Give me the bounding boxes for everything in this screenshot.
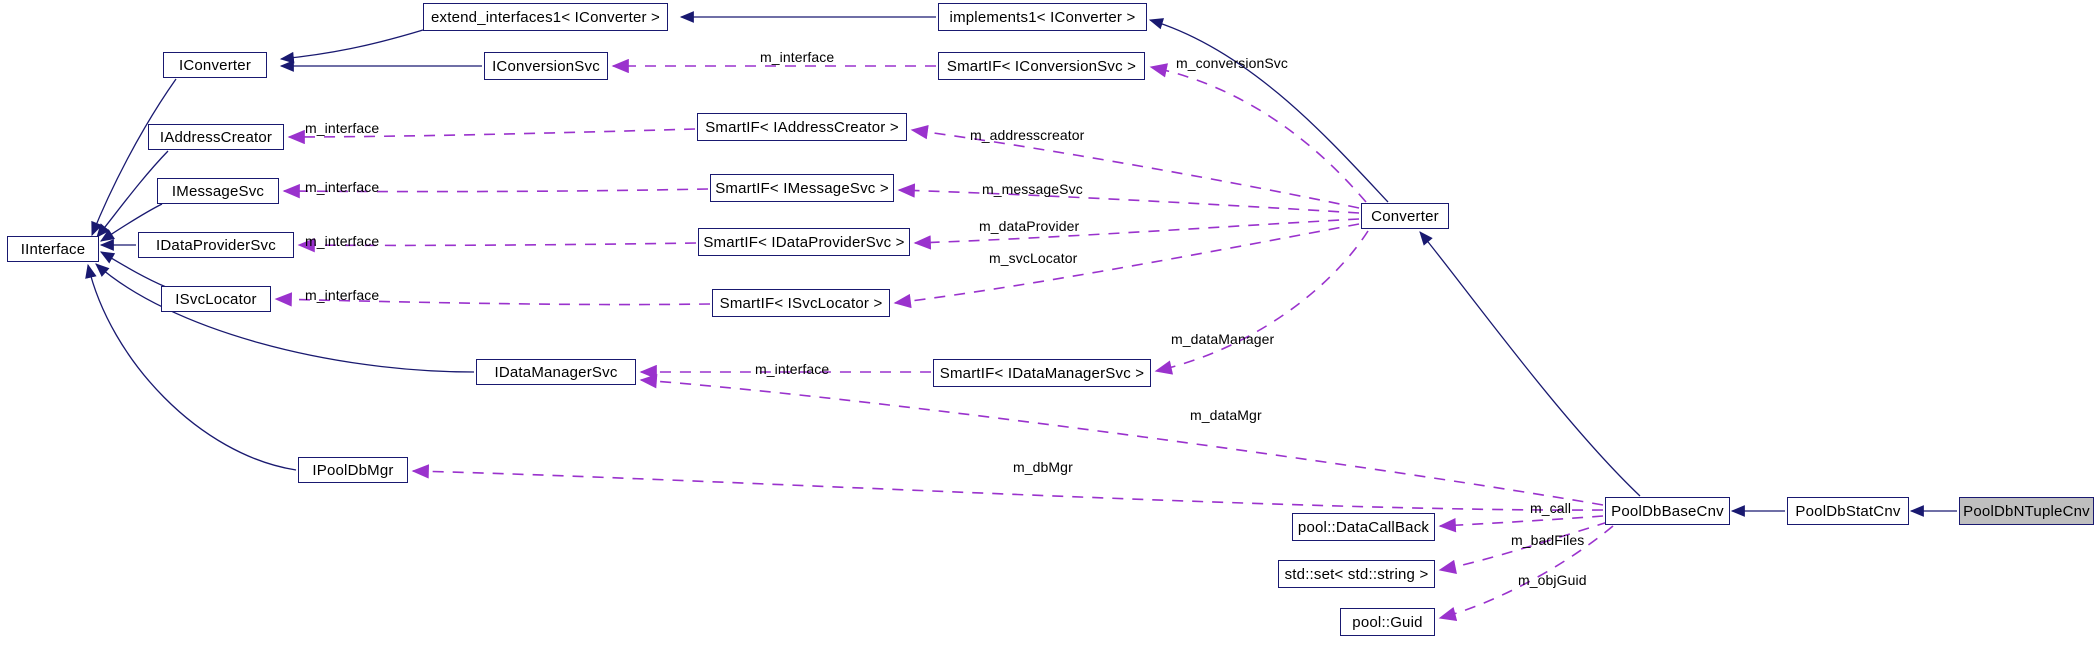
node-pooldbbasecnv[interactable]: PoolDbBaseCnv [1605, 497, 1730, 525]
edge-extend-interfaces1-to-iconverter [279, 29, 424, 64]
node-pooldbstatcnv[interactable]: PoolDbStatCnv [1787, 497, 1909, 525]
edge-label-m-objguid: m_objGuid [1518, 572, 1587, 588]
edge-pooldbbasecnv-to-idatamanagersvc [639, 374, 1604, 506]
edge-iconverter-to-iinterface [91, 78, 177, 237]
node-iinterface[interactable]: IInterface [7, 236, 99, 262]
node-label: pool::Guid [1352, 613, 1423, 631]
node-smartif-iaddresscreator[interactable]: SmartIF< IAddressCreator > [697, 113, 907, 141]
edge-label-m-addresscreator: m_addresscreator [970, 127, 1085, 143]
node-label: SmartIF< IDataProviderSvc > [703, 233, 905, 251]
node-smartif-iconversionsvc[interactable]: SmartIF< IConversionSvc > [938, 52, 1145, 80]
edge-label-m-interface-idataprovidersvc: m_interface [305, 233, 380, 249]
edge-label-m-datamanager: m_dataManager [1171, 331, 1275, 347]
edge-label-m-conversionsvc: m_conversionSvc [1176, 55, 1288, 71]
node-isvclocator[interactable]: ISvcLocator [161, 286, 271, 312]
node-label: SmartIF< ISvcLocator > [719, 294, 883, 312]
node-pool-guid[interactable]: pool::Guid [1340, 608, 1435, 636]
node-iaddresscreator[interactable]: IAddressCreator [148, 124, 284, 150]
node-label: IConversionSvc [492, 57, 600, 75]
edge-converter-to-smartif-iconversionsvc [1149, 63, 1367, 203]
node-label: PoolDbNTupleCnv [1963, 502, 2090, 520]
node-imessagesvc[interactable]: IMessageSvc [157, 178, 279, 204]
edge-converter-to-smartif-idatamanagersvc [1154, 230, 1369, 375]
node-label: implements1< IConverter > [949, 8, 1136, 26]
node-pooldbntuplecnv[interactable]: PoolDbNTupleCnv [1959, 497, 2094, 525]
node-label: SmartIF< IDataManagerSvc > [939, 364, 1145, 382]
node-label: PoolDbStatCnv [1795, 502, 1901, 520]
edge-label-m-interface-isvclocator: m_interface [305, 287, 380, 303]
node-label: extend_interfaces1< IConverter > [430, 8, 661, 26]
edge-label-m-dataprovider: m_dataProvider [979, 218, 1080, 234]
node-std-set-string[interactable]: std::set< std::string > [1278, 560, 1435, 588]
edge-converter-to-smartif-isvclocator [893, 223, 1360, 309]
node-smartif-idataprovidersvc[interactable]: SmartIF< IDataProviderSvc > [698, 228, 910, 256]
node-label: ISvcLocator [175, 290, 257, 308]
edge-label-m-interface-iaddresscreator: m_interface [305, 120, 380, 136]
node-idatamanagersvc[interactable]: IDataManagerSvc [476, 359, 636, 385]
node-label: SmartIF< IAddressCreator > [705, 118, 899, 136]
node-ipooldbmgr[interactable]: IPoolDbMgr [298, 457, 408, 483]
node-label: IPoolDbMgr [312, 461, 394, 479]
node-smartif-idatamanagersvc[interactable]: SmartIF< IDataManagerSvc > [933, 359, 1151, 387]
node-extend-interfaces1-iconverter[interactable]: extend_interfaces1< IConverter > [423, 3, 668, 31]
node-pool-datacallback[interactable]: pool::DataCallBack [1292, 513, 1435, 541]
edge-label-m-interface-iconversionsvc: m_interface [760, 49, 835, 65]
edge-idatamanagersvc-to-iinterface [95, 263, 475, 373]
node-label: SmartIF< IMessageSvc > [715, 179, 889, 197]
edge-pooldbbasecnv-to-pool-datacallback [1438, 515, 1604, 533]
edge-label-m-svclocator: m_svcLocator [989, 250, 1078, 266]
edge-label-m-badfiles: m_badFiles [1511, 532, 1585, 548]
edge-label-m-messagesvc: m_messageSvc [982, 181, 1083, 197]
node-label: IDataProviderSvc [156, 236, 276, 254]
edge-label-m-interface-idatamanagersvc: m_interface [755, 361, 830, 377]
node-label: Converter [1371, 207, 1439, 225]
edge-label-m-interface-imessagesvc: m_interface [305, 179, 380, 195]
node-label: IAddressCreator [159, 128, 273, 146]
edge-label-m-dbmgr: m_dbMgr [1013, 459, 1073, 475]
node-smartif-imessagesvc[interactable]: SmartIF< IMessageSvc > [710, 174, 894, 202]
node-iconversionsvc[interactable]: IConversionSvc [484, 52, 608, 80]
node-label: IConverter [178, 56, 252, 74]
edge-label-m-datamgr: m_dataMgr [1190, 407, 1262, 423]
edge-pooldbbasecnv-to-converter [1419, 231, 1641, 497]
node-implements1-iconverter[interactable]: implements1< IConverter > [938, 3, 1147, 31]
edge-pooldbbasecnv-to-ipooldbmgr [411, 464, 1604, 511]
node-label: PoolDbBaseCnv [1611, 502, 1724, 520]
node-label: IDataManagerSvc [494, 363, 618, 381]
node-smartif-isvclocator[interactable]: SmartIF< ISvcLocator > [712, 289, 890, 317]
node-label: pool::DataCallBack [1297, 518, 1430, 536]
node-label: std::set< std::string > [1284, 565, 1429, 583]
node-label: IInterface [20, 240, 86, 258]
edge-label-m-call: m_call [1530, 500, 1572, 516]
node-label: IMessageSvc [171, 182, 265, 200]
node-label: SmartIF< IConversionSvc > [946, 57, 1137, 75]
edge-converter-to-implements1 [1148, 18, 1389, 203]
node-idataprovidersvc[interactable]: IDataProviderSvc [138, 232, 294, 258]
edge-converter-to-smartif-imessagesvc [897, 183, 1360, 214]
node-iconverter[interactable]: IConverter [163, 52, 267, 78]
node-converter[interactable]: Converter [1361, 203, 1449, 229]
